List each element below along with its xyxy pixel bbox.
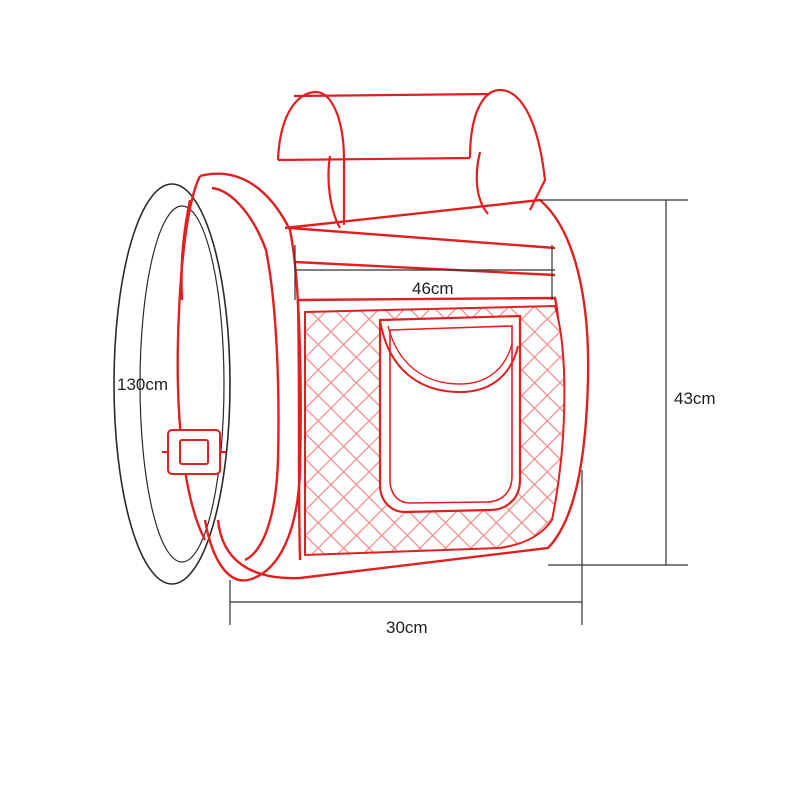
- width-label: 46cm: [412, 279, 454, 298]
- shoulder-strap: [113, 183, 231, 585]
- depth-label: 30cm: [386, 618, 428, 637]
- strap-buckle: [162, 429, 226, 475]
- strap-length-label: 130cm: [117, 375, 168, 394]
- dimension-lines: [229, 199, 688, 625]
- height-label: 43cm: [674, 389, 716, 408]
- carry-handle: [276, 88, 547, 229]
- front-pocket: [378, 314, 522, 514]
- side-panel: [176, 172, 302, 582]
